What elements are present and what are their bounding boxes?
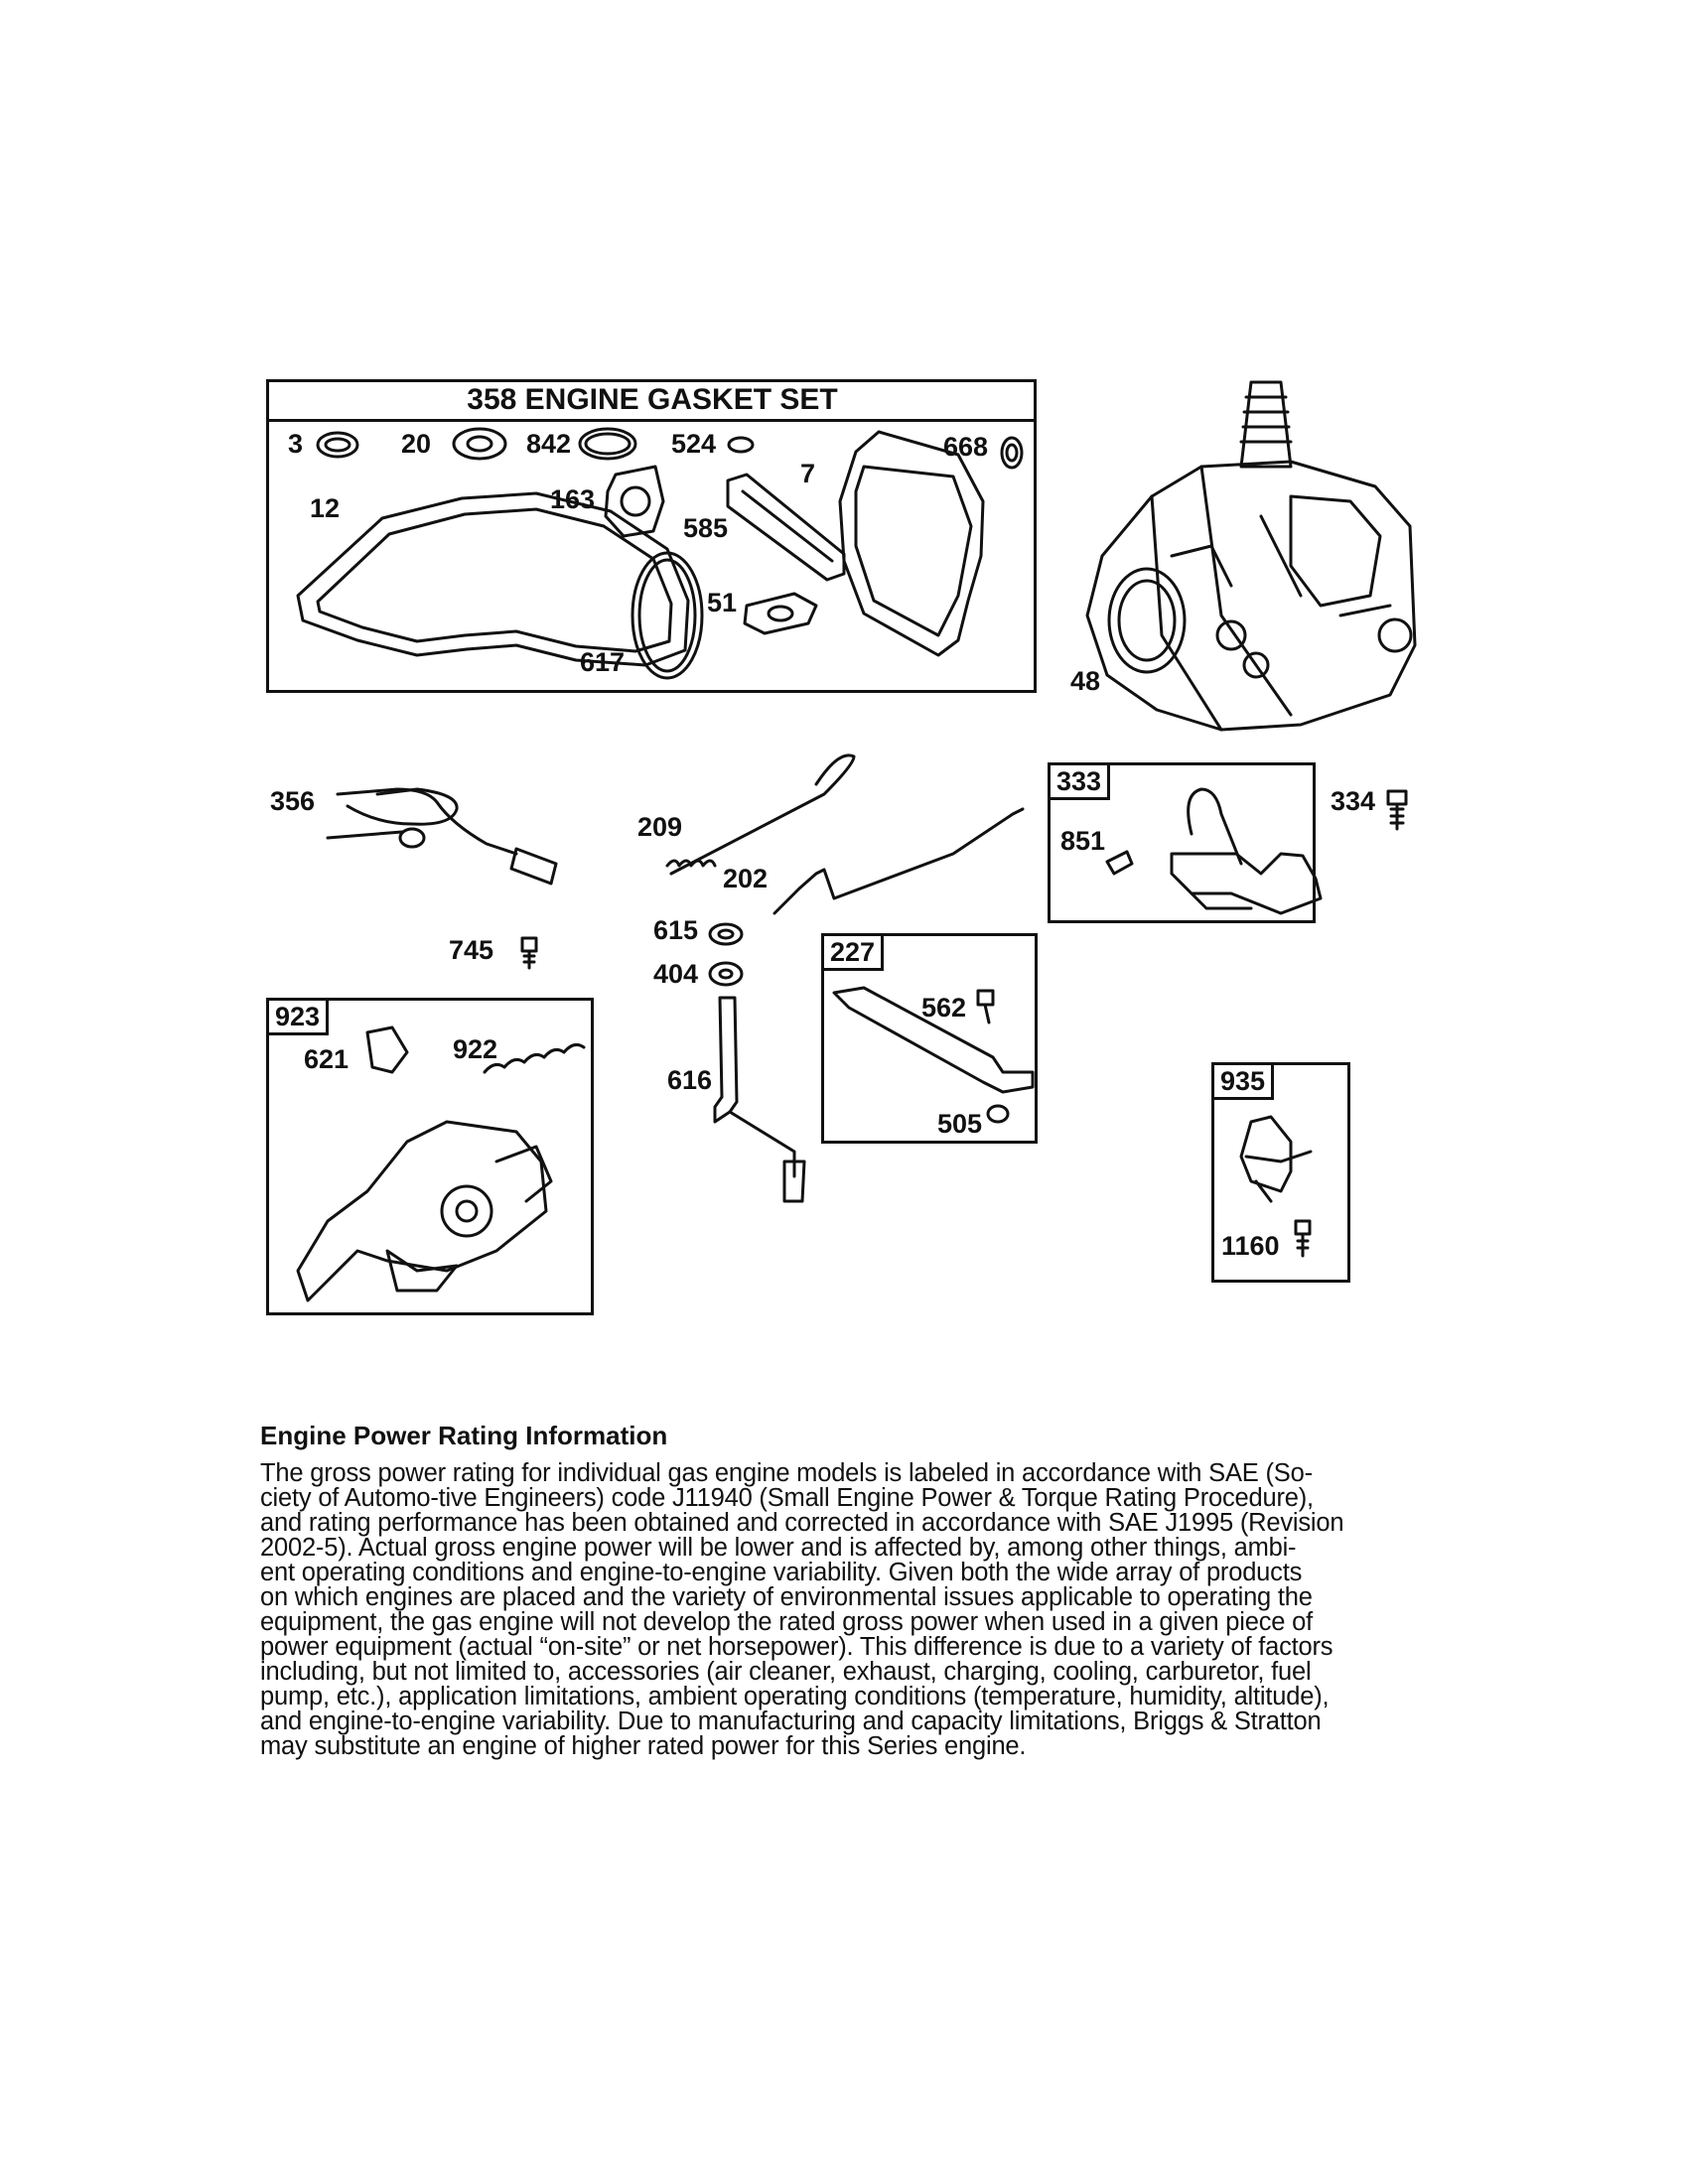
- ignition-coil-333-icon: [1105, 787, 1323, 915]
- part-number: 12: [310, 493, 341, 523]
- screw-562-icon: [976, 989, 995, 1024]
- part-number: 20: [401, 429, 432, 459]
- o-ring-3-icon: [316, 431, 359, 459]
- o-ring-524-icon: [727, 436, 755, 454]
- kit-935-frame: [1211, 1062, 1350, 1283]
- engine-block-48-icon: [1085, 380, 1417, 732]
- part-number: 48: [1070, 666, 1101, 696]
- kit-label-923: 923: [266, 998, 330, 1035]
- part-number: 668: [943, 432, 989, 462]
- info-line: ent operating conditions and engine-to-e…: [260, 1559, 1303, 1586]
- part-number: 745: [449, 935, 494, 965]
- info-line: ciety of Automo-tive Engineers) code J11…: [260, 1484, 1314, 1512]
- info-heading: Engine Power Rating Information: [260, 1421, 668, 1450]
- info-line: and engine-to-engine variability. Due to…: [260, 1707, 1322, 1735]
- info-line: may substitute an engine of higher rated…: [260, 1732, 1027, 1760]
- gasket-163-icon: [604, 465, 665, 538]
- part-number: 505: [937, 1109, 983, 1139]
- part-number: 202: [723, 864, 769, 893]
- info-line: including, but not limited to, accessori…: [260, 1658, 1312, 1686]
- kit-label-333: 333: [1048, 762, 1111, 800]
- kit-label-935: 935: [1211, 1062, 1275, 1100]
- part-number: 3: [288, 429, 304, 459]
- gasket-51-icon: [743, 592, 818, 635]
- governor-link-202-icon: [772, 807, 1025, 915]
- info-line: The gross power rating for individual ga…: [260, 1459, 1313, 1487]
- nut-505-icon: [986, 1104, 1010, 1124]
- part-number: 842: [526, 429, 572, 459]
- nut-615-icon: [708, 922, 744, 946]
- part-number: 163: [550, 484, 596, 514]
- part-number: 562: [921, 993, 967, 1023]
- screw-334-icon: [1386, 789, 1408, 831]
- bracket-935-icon: [1239, 1115, 1313, 1258]
- part-number: 356: [270, 786, 316, 816]
- governor-spring-209-icon: [669, 753, 856, 876]
- washer-404-icon: [708, 961, 744, 987]
- governor-shaft-616-icon: [713, 996, 806, 1203]
- kit-923-frame: [266, 998, 594, 1315]
- control-bracket-227-icon: [832, 986, 1035, 1094]
- o-ring-842-icon: [578, 427, 637, 461]
- gasket-set-title: 358 ENGINE GASKET SET: [268, 381, 1037, 422]
- crankcase-gasket-12-icon: [296, 491, 690, 667]
- part-number: 209: [637, 812, 683, 842]
- info-body: The gross power rating for individual ga…: [260, 1459, 1422, 1760]
- part-number: 621: [304, 1044, 350, 1074]
- part-number: 922: [453, 1034, 498, 1064]
- washer-668-icon: [1000, 436, 1024, 470]
- part-number: 404: [653, 959, 699, 989]
- gasket-617-icon: [631, 551, 704, 680]
- info-line: 2002-5). Actual gross engine power will …: [260, 1534, 1297, 1562]
- part-number: 617: [580, 647, 626, 677]
- part-number: 7: [800, 459, 816, 488]
- info-line: and rating performance has been obtained…: [260, 1509, 1344, 1537]
- head-gasket-7-icon: [838, 430, 985, 657]
- part-number: 851: [1060, 826, 1106, 856]
- part-number: 334: [1331, 786, 1376, 816]
- governor-control-923-icon: [296, 1025, 586, 1302]
- info-line: equipment, the gas engine will not devel…: [260, 1608, 1313, 1636]
- screw-745-icon: [520, 936, 538, 970]
- part-number: 585: [683, 513, 729, 543]
- gasket-set-frame: [266, 379, 1037, 693]
- info-line: power equipment (actual “on-site” or net…: [260, 1633, 1333, 1661]
- seal-20-icon: [452, 427, 507, 461]
- kit-label-227: 227: [821, 933, 885, 971]
- gasket-585-icon: [726, 473, 846, 582]
- part-number: 1160: [1221, 1231, 1280, 1261]
- ground-wire-356-icon: [326, 787, 558, 886]
- part-number: 51: [707, 588, 738, 617]
- kit-227-frame: [821, 933, 1038, 1144]
- part-number: 616: [667, 1065, 713, 1095]
- info-line: pump, etc.), application limitations, am…: [260, 1683, 1330, 1710]
- kit-333-frame: [1048, 762, 1316, 923]
- part-number: 615: [653, 915, 699, 945]
- part-number: 524: [671, 429, 717, 459]
- info-line: on which engines are placed and the vari…: [260, 1583, 1313, 1611]
